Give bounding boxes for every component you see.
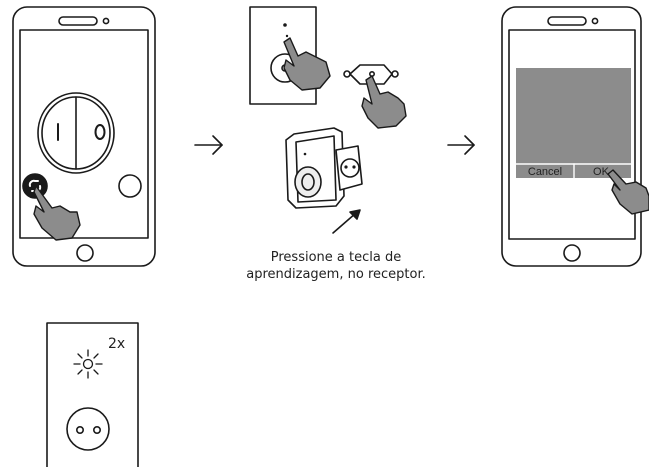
smart-plug (285, 127, 363, 209)
panel-led-dot-small (285, 34, 289, 38)
dialog-box (516, 68, 631, 178)
arrow-right-icon-1 (194, 135, 223, 155)
socket-outlet (66, 407, 110, 451)
blinking-socket-panel (46, 322, 139, 467)
plug-front-socket (294, 166, 322, 198)
hand-pointer-icon (361, 75, 407, 129)
plug-led-dot (303, 152, 307, 156)
arrow-diagonal-icon (332, 209, 361, 234)
phone-home-button (76, 244, 94, 262)
phone-speaker (58, 16, 98, 26)
instruction-line-2: aprendizagem, no receptor. (246, 267, 426, 282)
blink-count-label: 2x (108, 336, 125, 352)
ok-button[interactable]: OK (593, 166, 610, 178)
screen-round-button[interactable] (118, 174, 142, 198)
instruction-caption: Pressione a tecla de aprendizagem, no re… (218, 249, 454, 283)
instruction-line-1: Pressione a tecla de (270, 250, 402, 265)
phone-speaker (547, 16, 587, 26)
blink-led-icon (73, 349, 103, 379)
phone-camera-dot (591, 17, 599, 25)
hand-pointer-icon (607, 169, 649, 215)
phone-camera-dot (102, 17, 110, 25)
switch-widget[interactable] (37, 92, 115, 174)
plug-side-socket (340, 158, 360, 178)
panel-led-dot (283, 23, 287, 27)
socket-pin-left (76, 425, 85, 434)
socket-pin-right (93, 425, 102, 434)
plug-side-face (335, 145, 363, 191)
plug-front-socket-inner (301, 173, 315, 191)
hand-pointer-icon (33, 185, 81, 241)
cancel-button[interactable]: Cancel (528, 166, 562, 178)
phone-home-button (563, 244, 581, 262)
hand-pointer-icon (283, 37, 331, 91)
switch-on-symbol (94, 124, 106, 140)
arrow-right-icon-2 (447, 135, 475, 155)
phone-screen (508, 29, 636, 240)
phone-dialog (501, 6, 642, 267)
phone-screen (19, 29, 149, 239)
phone-app-switch (12, 6, 156, 267)
